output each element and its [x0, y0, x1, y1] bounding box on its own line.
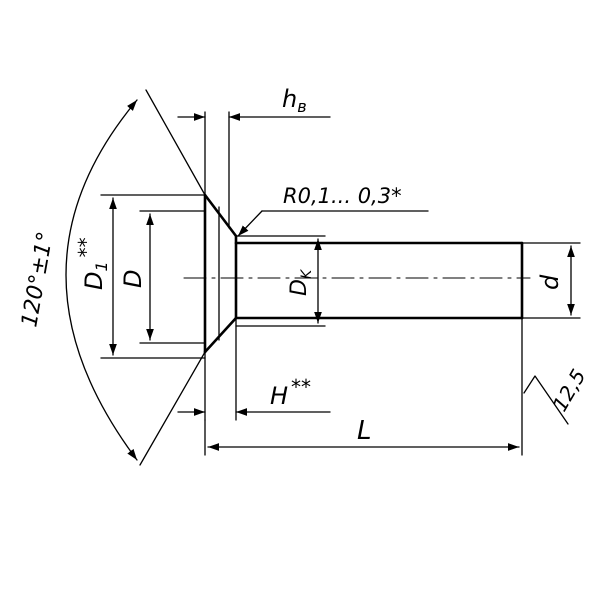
roughness-symbol: 12,5 [523, 365, 591, 425]
hb-subscript: в [297, 97, 306, 116]
roughness-label: 12,5 [548, 365, 591, 416]
radius-label: R0,1... 0,3* [283, 184, 402, 208]
dk-dimension: DK [235, 235, 326, 327]
radius-callout: R0,1... 0,3* [237, 184, 429, 237]
h-mark: ** [291, 375, 311, 399]
radius-leader-arrow [237, 210, 263, 237]
h-dimension: H** [177, 317, 331, 421]
d1-dimension: D1 ** [74, 194, 206, 359]
roughness-check [523, 375, 569, 425]
l-dimension: L [204, 317, 523, 456]
rivet-outline [183, 193, 531, 354]
d1-subscript: 1 [92, 261, 111, 271]
head-chamfer-top [203, 193, 238, 238]
angle-dimension: 120°±1° [17, 89, 206, 466]
h-label: H** [270, 375, 311, 410]
angle-label: 120°±1° [17, 230, 58, 329]
hb-label: hв [282, 85, 307, 116]
l-label: L [357, 416, 372, 446]
cone-extension-bottom [139, 351, 206, 466]
d1-label: D1** [74, 237, 111, 290]
d-head-label: D [119, 270, 147, 288]
cone-extension-top [145, 89, 206, 196]
dk-label: DK [287, 268, 315, 296]
hb-dimension: hв [177, 85, 331, 229]
d-shank-dimension: d [521, 242, 581, 319]
angle-arc [65, 99, 138, 461]
d-head-dimension: D [119, 210, 206, 344]
dk-subscript: K [299, 268, 315, 279]
head-chamfer-bottom [203, 316, 238, 354]
d1-mark: ** [74, 237, 98, 257]
d-shank-label: d [536, 274, 564, 290]
